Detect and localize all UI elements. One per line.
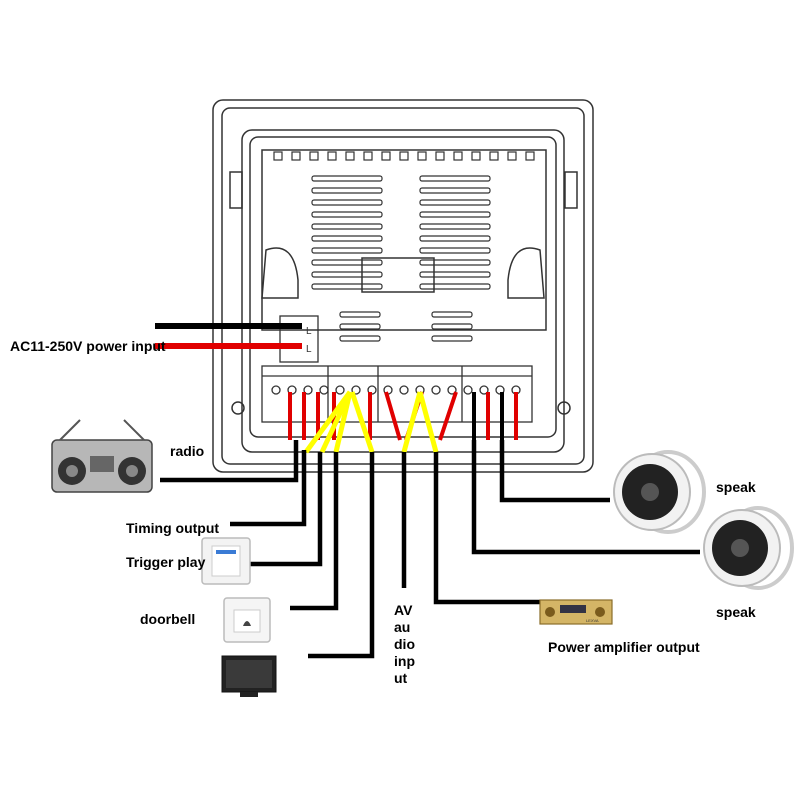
vent-slot xyxy=(419,211,491,218)
vent-slot xyxy=(311,259,383,266)
terminal-stubs xyxy=(288,391,518,441)
terminal-screw xyxy=(319,385,329,395)
terminal-screw xyxy=(335,385,345,395)
vent-slot xyxy=(311,175,383,182)
vent-slot xyxy=(419,259,491,266)
vent-hole xyxy=(471,151,481,161)
vent-slot xyxy=(431,323,473,330)
terminal-screw xyxy=(447,385,457,395)
trigger-switch-icon xyxy=(201,537,251,585)
vent-hole xyxy=(489,151,499,161)
wall-panel-device xyxy=(212,99,594,473)
vent-hole xyxy=(327,151,337,161)
terminal-mark-l1: L xyxy=(306,326,312,337)
vent-slots xyxy=(311,175,491,342)
vent-hole xyxy=(525,151,535,161)
top-vent-holes xyxy=(273,151,535,161)
speaker-1-label: speak xyxy=(716,479,756,495)
trigger-play-label: Trigger play xyxy=(126,554,206,570)
tv-icon xyxy=(221,655,277,697)
terminal-block xyxy=(261,315,533,423)
vent-slot xyxy=(419,271,491,278)
doorbell-label: doorbell xyxy=(140,611,196,627)
vent-slot xyxy=(311,223,383,230)
vent-slot xyxy=(311,247,383,254)
vent-hole xyxy=(507,151,517,161)
power-amplifier-output-label: Power amplifier output xyxy=(548,639,700,655)
vent-slot xyxy=(311,235,383,242)
vent-slot xyxy=(419,247,491,254)
av-audio-input-label: AV au dio inp ut xyxy=(394,602,415,687)
vent-hole xyxy=(453,151,463,161)
terminal-mark-l2: L xyxy=(306,344,312,355)
terminal-screw xyxy=(351,385,361,395)
black-output-wires xyxy=(160,440,700,659)
vent-slot xyxy=(339,335,381,342)
terminal-screw xyxy=(399,385,409,395)
vent-slot xyxy=(431,335,473,342)
vent-hole xyxy=(363,151,373,161)
av-line-4: inp xyxy=(394,653,415,669)
vent-slot xyxy=(419,187,491,194)
vent-hole xyxy=(399,151,409,161)
vent-slot xyxy=(419,235,491,242)
speaker-icon-1 xyxy=(613,450,706,534)
vent-hole xyxy=(381,151,391,161)
vent-hole xyxy=(291,151,301,161)
av-line-3: dio xyxy=(394,636,415,652)
av-line-1: AV xyxy=(394,602,413,618)
vent-hole xyxy=(345,151,355,161)
vent-slot xyxy=(311,283,383,290)
av-line-2: au xyxy=(394,619,411,635)
vent-slot xyxy=(431,311,473,318)
vent-slot xyxy=(419,199,491,206)
vent-slot xyxy=(419,175,491,182)
radio-label: radio xyxy=(170,443,205,459)
amplifier-brand-text: LEXVA xyxy=(586,618,599,623)
speaker-2-label: speak xyxy=(716,604,756,620)
speaker-icon-2 xyxy=(703,506,794,590)
vent-slot xyxy=(339,311,381,318)
vent-slot xyxy=(311,211,383,218)
vent-slot xyxy=(419,223,491,230)
vent-hole xyxy=(417,151,427,161)
doorbell-icon xyxy=(223,597,271,643)
radio-icon xyxy=(51,419,153,493)
vent-slot xyxy=(311,199,383,206)
vent-slot xyxy=(419,283,491,290)
power-amplifier-icon: LEXVA xyxy=(539,599,613,625)
vent-slot xyxy=(311,187,383,194)
power-input-label: AC11-250V power input xyxy=(10,338,166,354)
yellow-wires xyxy=(303,390,439,454)
vent-slot xyxy=(311,271,383,278)
av-line-5: ut xyxy=(394,670,408,686)
terminal-screw xyxy=(479,385,489,395)
timing-output-label: Timing output xyxy=(126,520,220,536)
terminal-screw xyxy=(431,385,441,395)
terminal-screw xyxy=(303,385,313,395)
vent-slot xyxy=(339,323,381,330)
vent-hole xyxy=(309,151,319,161)
vent-hole xyxy=(273,151,283,161)
terminal-screw xyxy=(271,385,281,395)
vent-hole xyxy=(435,151,445,161)
terminal-screw xyxy=(463,385,473,395)
